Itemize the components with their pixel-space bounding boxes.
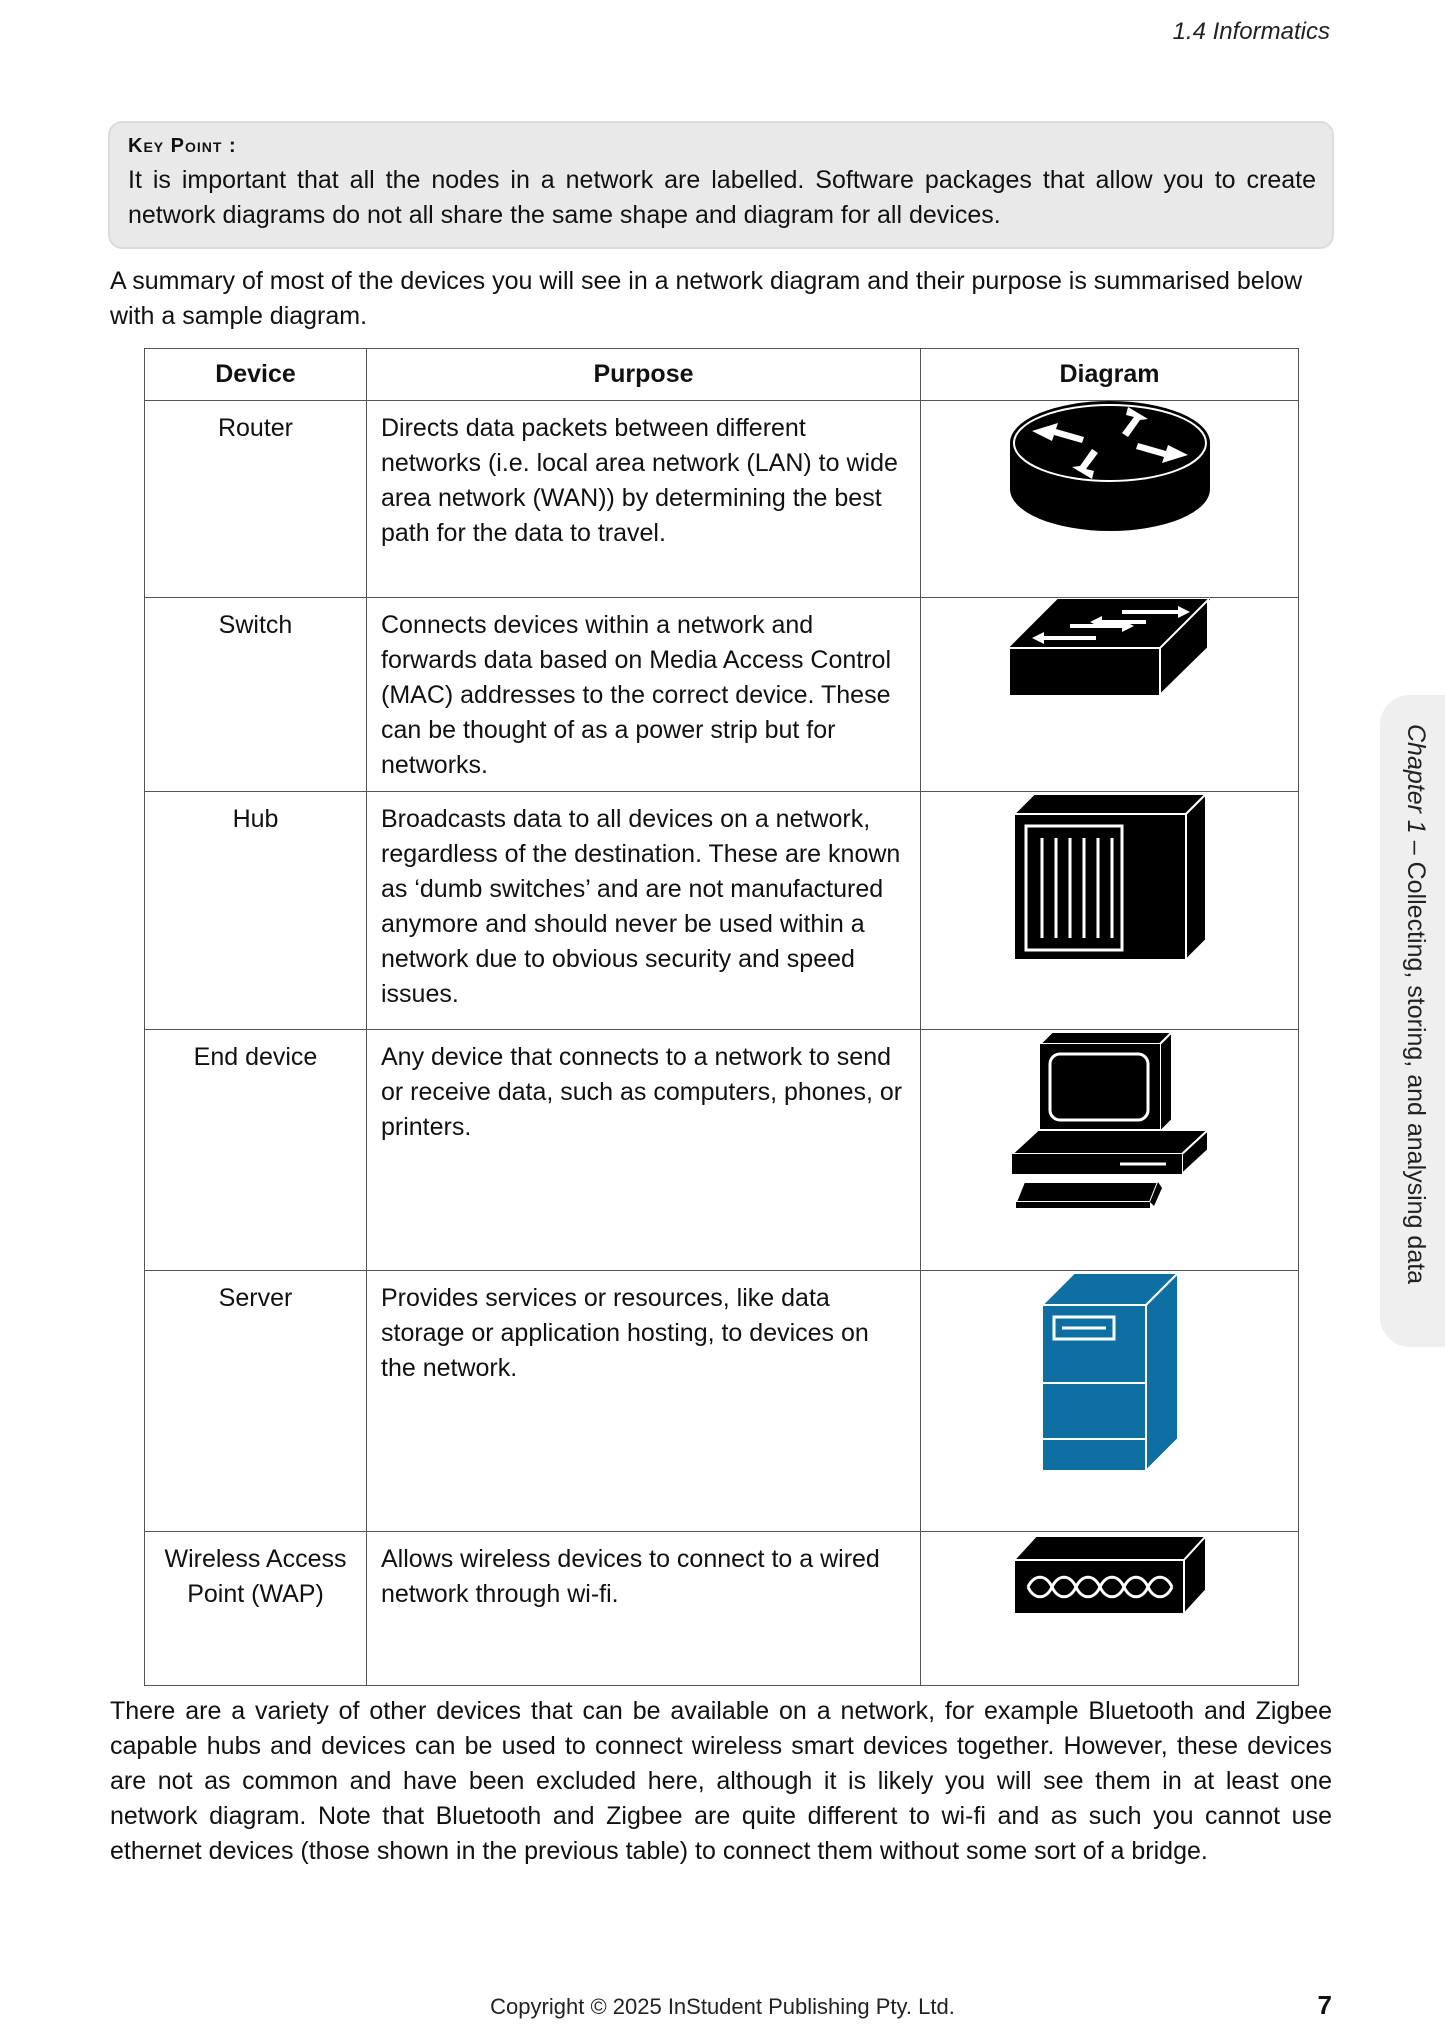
- device-cell: Switch: [144, 597, 367, 792]
- section-header: 1.4 Informatics: [1172, 18, 1330, 45]
- chapter-side-tab: [1380, 695, 1445, 1347]
- closing-paragraph: There are a variety of other devices tha…: [110, 1697, 1332, 1865]
- purpose-cell: Connects devices within a network and fo…: [366, 597, 921, 792]
- wireless-access-point-icon: [1011, 1533, 1208, 1616]
- diagram-cell: [920, 1029, 1299, 1271]
- diagram-cell: [920, 400, 1299, 598]
- diagram-cell: [920, 597, 1299, 792]
- computer-icon: [1009, 1030, 1210, 1208]
- purpose-cell: Provides services or resources, like dat…: [366, 1270, 921, 1532]
- chapter-side-tab-label: Chapter 1 – Collecting, storing, and ana…: [1401, 724, 1430, 1324]
- device-cell: Hub: [144, 791, 367, 1030]
- key-point-title: Key Point :: [128, 135, 237, 157]
- table-header-row: Device Purpose Diagram: [144, 348, 1299, 401]
- table-row: Server Provides services or resources, l…: [144, 1270, 1299, 1532]
- chapter-title: – Collecting, storing, and analysing dat…: [1402, 840, 1430, 1285]
- device-cell: Wireless Access Point (WAP): [144, 1531, 367, 1686]
- hub-icon: [1011, 792, 1208, 962]
- purpose-cell: Any device that connects to a network to…: [366, 1029, 921, 1271]
- device-cell: End device: [144, 1029, 367, 1271]
- key-point-text: It is important that all the nodes in a …: [128, 166, 1316, 229]
- diagram-cell: [920, 791, 1299, 1030]
- page-number: 7: [1317, 1990, 1332, 2020]
- device-cell: Server: [144, 1270, 367, 1532]
- table-row: Router Directs data packets between diff…: [144, 400, 1299, 598]
- chapter-number: Chapter 1: [1402, 724, 1430, 834]
- switch-icon: [1009, 598, 1210, 698]
- diagram-cell: [920, 1531, 1299, 1686]
- purpose-cell: Allows wireless devices to connect to a …: [366, 1531, 921, 1686]
- intro-paragraph: A summary of most of the devices you wil…: [110, 267, 1303, 330]
- server-icon: [1039, 1271, 1180, 1473]
- table-row: Switch Connects devices within a network…: [144, 597, 1299, 792]
- key-point-box: Key Point : It is important that all the…: [110, 123, 1332, 247]
- purpose-cell: Directs data packets between different n…: [366, 400, 921, 598]
- device-cell: Router: [144, 400, 367, 598]
- table-row: End device Any device that connects to a…: [144, 1029, 1299, 1271]
- table-row: Wireless Access Point (WAP) Allows wirel…: [144, 1531, 1299, 1686]
- diagram-cell: [920, 1270, 1299, 1532]
- devices-table: Device Purpose Diagram Router Directs da…: [144, 348, 1299, 1686]
- purpose-cell: Broadcasts data to all devices on a netw…: [366, 791, 921, 1030]
- copyright-footer: Copyright © 2025 InStudent Publishing Pt…: [490, 1994, 955, 2019]
- column-header-purpose: Purpose: [366, 348, 921, 401]
- column-header-diagram: Diagram: [920, 348, 1299, 401]
- table-row: Hub Broadcasts data to all devices on a …: [144, 791, 1299, 1030]
- router-icon: [1009, 401, 1210, 531]
- column-header-device: Device: [144, 348, 367, 401]
